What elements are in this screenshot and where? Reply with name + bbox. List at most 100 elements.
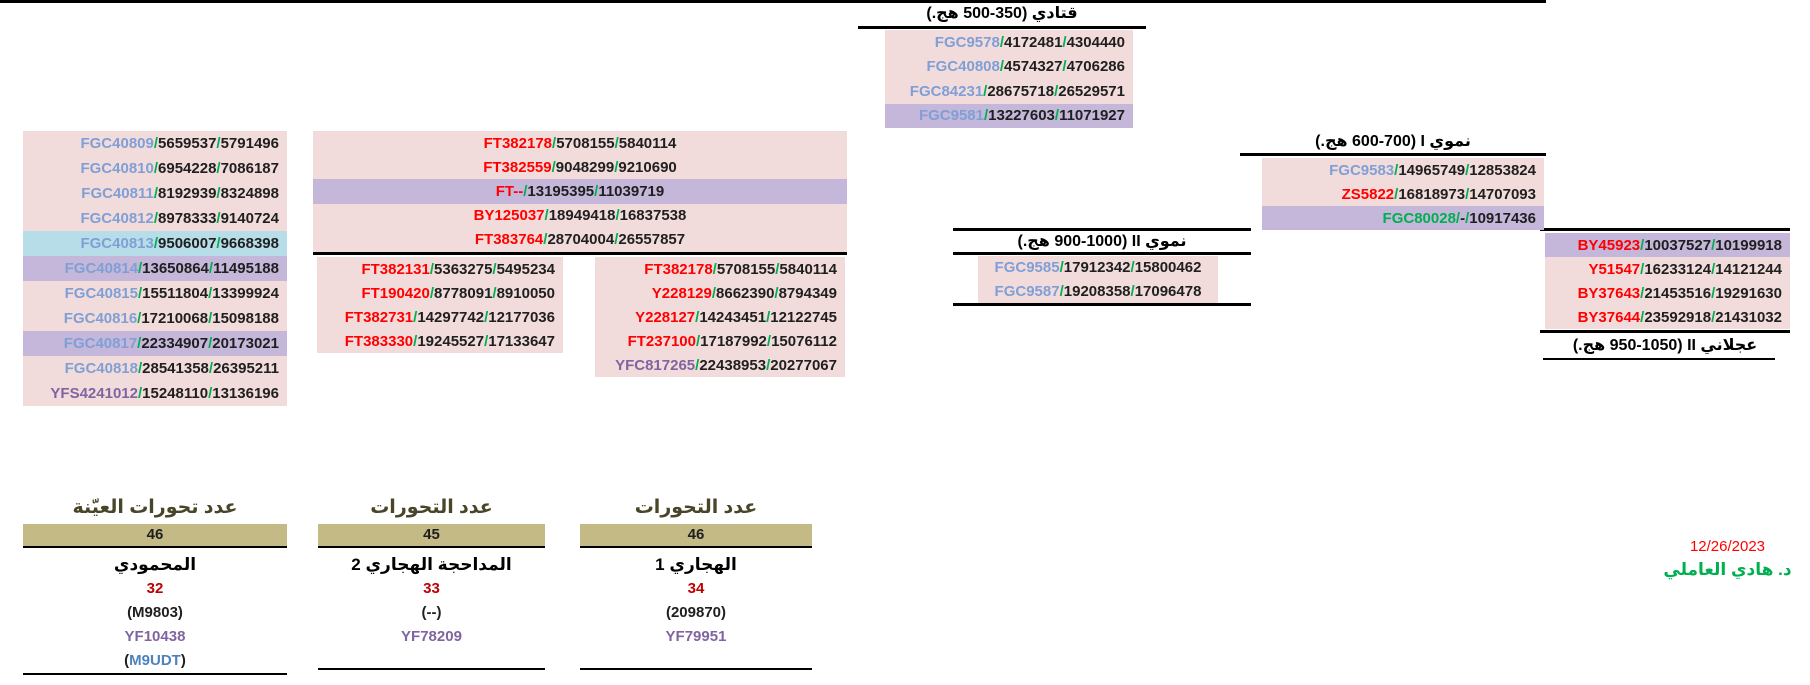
separator: /	[1054, 107, 1060, 125]
snp-name: FT382559	[483, 158, 552, 176]
snp-row: FGC40818/28541358/26395211	[23, 356, 287, 381]
snp-name: FT190420	[361, 284, 430, 302]
build-value: 8192939	[158, 185, 217, 202]
formed-value: 11495188	[213, 260, 279, 277]
formed-value: 16837538	[619, 207, 687, 225]
paren-open: (	[124, 652, 130, 669]
build-value: 4172481	[1004, 33, 1063, 51]
separator: /	[1059, 259, 1064, 277]
separator: /	[216, 160, 221, 177]
formed-value: 13399924	[212, 285, 279, 302]
formed-value: 20173021	[212, 335, 279, 352]
separator: /	[137, 335, 142, 352]
snp-name: FT383764	[474, 231, 544, 249]
snp-row: FT382178/5708155/5840114	[313, 131, 847, 156]
formed-value: 11039719	[598, 182, 665, 200]
section-title-namawi2: نموي II (900-1000 هج.)	[1017, 232, 1187, 250]
stat-column-underline	[580, 668, 812, 670]
separator: /	[523, 182, 528, 200]
build-value: 5363275	[434, 260, 493, 278]
build-value: 28541358	[142, 360, 209, 377]
formed-value: 9210690	[618, 158, 677, 176]
build-value: 5708155	[556, 134, 615, 152]
author-signature: د. هادي العاملي	[1663, 560, 1792, 579]
snp-row: FGC9587/19208358/17096478	[978, 279, 1218, 303]
separator: /	[208, 260, 214, 277]
separator: /	[137, 360, 143, 377]
stat-header: عدد التحورات	[634, 497, 758, 518]
separator: /	[208, 385, 213, 402]
snp-row: FT382559/9048299/9210690	[313, 155, 847, 180]
separator: /	[1062, 58, 1067, 76]
separator: /	[413, 308, 418, 326]
build-value: 22334907	[141, 335, 209, 352]
separator: /	[153, 160, 159, 177]
snp-name: Y228127	[635, 308, 696, 326]
snp-row: FT190420/8778091/8910050	[317, 281, 563, 305]
namawi1-title-underline	[1240, 153, 1546, 156]
build-value: 8778091	[434, 284, 493, 302]
separator: /	[1465, 209, 1470, 227]
separator: /	[1640, 236, 1645, 254]
build-value: 6954228	[158, 160, 217, 177]
qatadi-title-underline	[858, 26, 1146, 29]
separator: /	[1711, 284, 1716, 302]
formed-value: 15098188	[212, 310, 279, 327]
footer-note: 12/26/2023 د. هادي العاملي	[1645, 536, 1810, 582]
middle-branch-divider-line	[313, 252, 847, 255]
ajlani-top-line	[1540, 228, 1790, 231]
snp-name: FT382131	[361, 260, 430, 278]
build-value: 13195395	[527, 182, 595, 200]
snp-row: BY37643/21453516/19291630	[1545, 281, 1790, 305]
build-value: 13227603	[988, 107, 1055, 125]
snp-name: FGC40810	[80, 160, 154, 177]
separator: /	[544, 207, 549, 225]
section-title-ajlani2: عجلاني II (950-1050 هج.)	[1572, 336, 1758, 354]
formed-value: 9140724	[220, 210, 279, 227]
formed-value: 15076112	[771, 332, 837, 350]
build-value: 28675718	[987, 82, 1055, 100]
yfull-sample-id: YF10438	[124, 628, 186, 645]
separator: /	[208, 335, 213, 352]
separator: /	[695, 308, 700, 326]
snp-row: FT--/13195395/11039719	[313, 179, 847, 204]
separator: /	[153, 135, 159, 152]
build-value: 4574327	[1004, 58, 1063, 76]
build-value: 15511804	[142, 285, 209, 302]
formed-value: 4304440	[1066, 33, 1125, 51]
section-title-namawi1: نموي I (600-700 هج.)	[1315, 133, 1471, 150]
stat-header: عدد التحورات	[370, 497, 493, 518]
snp-row: FGC40814/13650864/11495188	[23, 256, 287, 281]
separator: /	[1062, 33, 1067, 51]
build-value: 14297742	[417, 308, 485, 326]
build-value: 19245527	[417, 332, 485, 350]
separator: /	[413, 332, 418, 350]
snp-name: FT382178	[644, 260, 713, 278]
separator: /	[983, 107, 989, 125]
snp-name: BY125037	[473, 207, 545, 225]
build-value: 28704004	[547, 231, 615, 249]
snp-row: FGC9578/4172481/4304440	[885, 30, 1133, 55]
separator: /	[1711, 236, 1716, 254]
separator: /	[153, 185, 159, 202]
mutation-count-box: 45	[318, 524, 545, 548]
namawi2-title-underline	[953, 252, 1251, 255]
lineage-name: الهجاري 1	[655, 555, 737, 574]
formed-value: 10917436	[1469, 209, 1536, 227]
formed-value: 19291630	[1715, 284, 1782, 302]
separator: /	[216, 235, 221, 252]
build-value: 13650864	[142, 260, 209, 277]
mutation-count-box: 46	[23, 524, 287, 548]
separator: /	[137, 260, 143, 277]
formed-value: 5840114	[618, 134, 677, 152]
snp-row: FGC40808/4574327/4706286	[885, 54, 1133, 79]
ajlani-title-underline	[1543, 358, 1775, 360]
formed-value: 8324898	[220, 185, 279, 202]
separator: /	[137, 385, 143, 402]
snp-row: FGC9583/14965749/12853824	[1262, 158, 1544, 182]
snp-row: BY125037/18949418/16837538	[313, 203, 847, 228]
build-value: 9048299	[555, 158, 615, 176]
